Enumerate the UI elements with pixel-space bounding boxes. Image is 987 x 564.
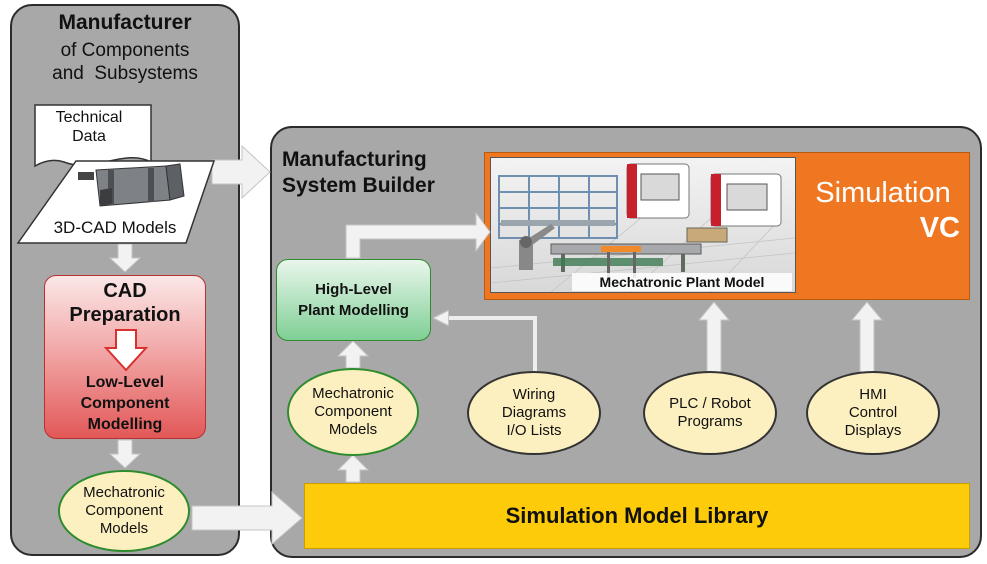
low-level-line3: Modelling <box>87 415 163 433</box>
builder-mech-line1: Mechatronic <box>312 384 394 402</box>
manufacturer-title: Manufacturer <box>58 11 192 34</box>
builder-mech-line3: Models <box>328 421 378 439</box>
arrow-wiring-to-highlevel <box>436 318 537 372</box>
simulation-model-library-label: Simulation Model Library <box>505 503 769 528</box>
builder-title-line1: Manufacturing <box>282 148 427 171</box>
wiring-line3: I/O Lists <box>506 422 562 440</box>
arrow-hmi-to-simulation <box>850 301 884 373</box>
manufacturer-mechatronic-models-oval: Mechatronic Component Models <box>58 470 190 552</box>
technical-data-doc <box>34 104 152 168</box>
simulation-label: Simulation VC <box>800 176 966 246</box>
low-level-line2: Component <box>80 394 170 412</box>
cad-models-label: 3D-CAD Models <box>53 218 177 237</box>
arrow-highlevel-to-simulation <box>345 211 491 259</box>
plc-robot-programs-oval: PLC / Robot Programs <box>643 371 777 455</box>
manufacturer-mech-line3: Models <box>99 520 149 538</box>
technical-data-label: Technical Data <box>34 108 144 146</box>
arrow-techdata-to-builder <box>211 144 271 200</box>
arrow-models-to-library <box>191 490 303 546</box>
plc-line2: Programs <box>677 413 743 430</box>
manufacturer-subtitle-line2: and Subsystems <box>52 62 198 84</box>
manufacturer-subtitle-line1: of Components <box>60 40 190 61</box>
wiring-line1: Wiring <box>512 385 556 403</box>
wiring-diagrams-oval: Wiring Diagrams I/O Lists <box>467 371 601 455</box>
hmi-line1: HMI <box>859 385 887 403</box>
cad-preparation-line1: CAD <box>103 280 147 302</box>
manufacturer-subtitle: of Components and Subsystems <box>10 40 240 86</box>
high-level-plant-modelling-box: High-Level Plant Modelling <box>276 259 431 341</box>
cylinder-icon <box>78 163 185 207</box>
cad-prep-down-arrow-icon <box>104 329 148 372</box>
builder-title: Manufacturing System Builder <box>282 147 482 200</box>
technical-data-line2: Data <box>72 128 106 146</box>
high-level-line2: Plant Modelling <box>298 302 409 319</box>
simulation-label-line1: Simulation <box>815 177 951 209</box>
cad-preparation-title: CAD Preparation <box>44 279 206 327</box>
plant-model-illustration <box>491 158 795 292</box>
arrow-cad-to-prep <box>108 243 142 273</box>
arrow-library-to-builder-models <box>336 454 370 483</box>
hmi-line3: Displays <box>844 422 902 440</box>
plant-model-caption-bg <box>572 273 792 291</box>
arrow-models-to-highlevel <box>336 340 370 369</box>
arrow-lowlevel-to-models <box>108 439 142 469</box>
cad-models-shape <box>16 160 216 244</box>
hmi-line2: Control <box>848 403 898 421</box>
high-level-line1: High-Level <box>315 281 392 298</box>
low-level-line1: Low-Level <box>85 374 165 391</box>
simulation-label-line2: VC <box>919 211 960 244</box>
high-level-label: High-Level Plant Modelling <box>298 279 409 321</box>
plant-model-caption: Mechatronic Plant Model <box>599 274 765 290</box>
simulation-model-library-box: Simulation Model Library <box>304 483 970 549</box>
builder-title-line2: System Builder <box>282 174 435 198</box>
technical-data-line1: Technical <box>55 109 123 126</box>
manufacturer-mech-line1: Mechatronic <box>83 483 165 501</box>
plant-model-image <box>490 157 796 293</box>
builder-mechatronic-models-oval: Mechatronic Component Models <box>287 368 419 456</box>
hmi-control-displays-oval: HMI Control Displays <box>806 371 940 455</box>
plc-line1: PLC / Robot <box>669 394 751 412</box>
manufacturer-mech-line2: Component <box>85 501 163 519</box>
wiring-line2: Diagrams <box>501 403 567 421</box>
low-level-modelling-label: Low-Level Component Modelling <box>44 373 206 435</box>
builder-mech-line2: Component <box>314 402 392 420</box>
arrow-plc-to-simulation <box>697 301 731 373</box>
cad-preparation-line2: Preparation <box>69 304 181 326</box>
